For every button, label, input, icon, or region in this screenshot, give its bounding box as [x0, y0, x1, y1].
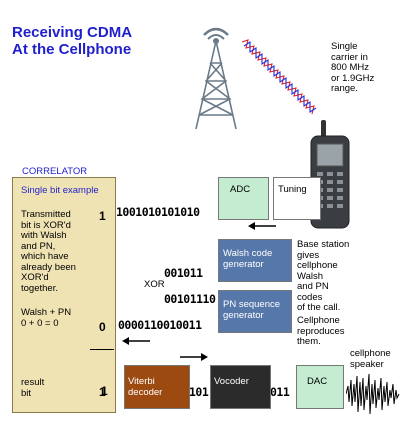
bitstream-walsh: 001011	[164, 266, 203, 280]
cellphone-icon	[310, 120, 350, 229]
bitstream-correlated: 0000110010011	[118, 318, 202, 332]
radio-signal-icon	[241, 39, 317, 115]
bitstream-vocoder: 011	[270, 385, 290, 399]
walsh-pn-label: Walsh + PN 0 + 0 = 0	[21, 307, 72, 329]
reproduce-note: Cellphone reproduces them.	[297, 315, 345, 347]
digit-walsh-pn: 0	[99, 320, 106, 334]
bitstream-viterbi: 101	[189, 385, 209, 399]
xor-label: XOR	[144, 279, 165, 290]
correlator-panel: Single bit example Transmitted bit is XO…	[12, 177, 116, 413]
bitstream-adc: 1001010101010	[116, 205, 200, 219]
dac-block: DAC	[296, 365, 344, 409]
tuning-block: Tuning	[273, 177, 321, 220]
cell-tower-icon	[195, 27, 237, 130]
digit-result: 1	[99, 385, 106, 399]
pn-generator-block: PN sequence generator	[218, 290, 292, 333]
result-label: result bit	[21, 377, 45, 399]
speaker-waveform-icon	[346, 373, 400, 415]
adc-block: ADC	[218, 177, 269, 220]
bitstream-pn: 00101110	[164, 292, 216, 306]
digit-transmitted: 1	[99, 209, 106, 223]
walsh-generator-block: Walsh code generator	[218, 239, 292, 282]
carrier-note: Single carrier in 800 MHz or 1.9GHz rang…	[331, 41, 375, 94]
example-label: Single bit example	[21, 185, 99, 196]
arrow-right-icon	[180, 353, 208, 361]
arrow-left-icon	[248, 222, 276, 230]
viterbi-decoder-block: Viterbi decoder	[124, 365, 190, 409]
vocoder-block: Vocoder	[210, 365, 271, 409]
arrow-left-icon	[122, 337, 150, 345]
diagram-title: Receiving CDMA At the Cellphone	[12, 24, 133, 58]
sum-line	[90, 349, 114, 350]
base-station-note: Base station gives cellphone Walsh and P…	[297, 239, 350, 313]
correlator-description: Transmitted bit is XOR'd with Walsh and …	[21, 209, 76, 294]
result-digit-stream: 1	[101, 384, 108, 398]
speaker-label: cellphone speaker	[350, 348, 391, 370]
correlator-heading: CORRELATOR	[22, 166, 88, 177]
